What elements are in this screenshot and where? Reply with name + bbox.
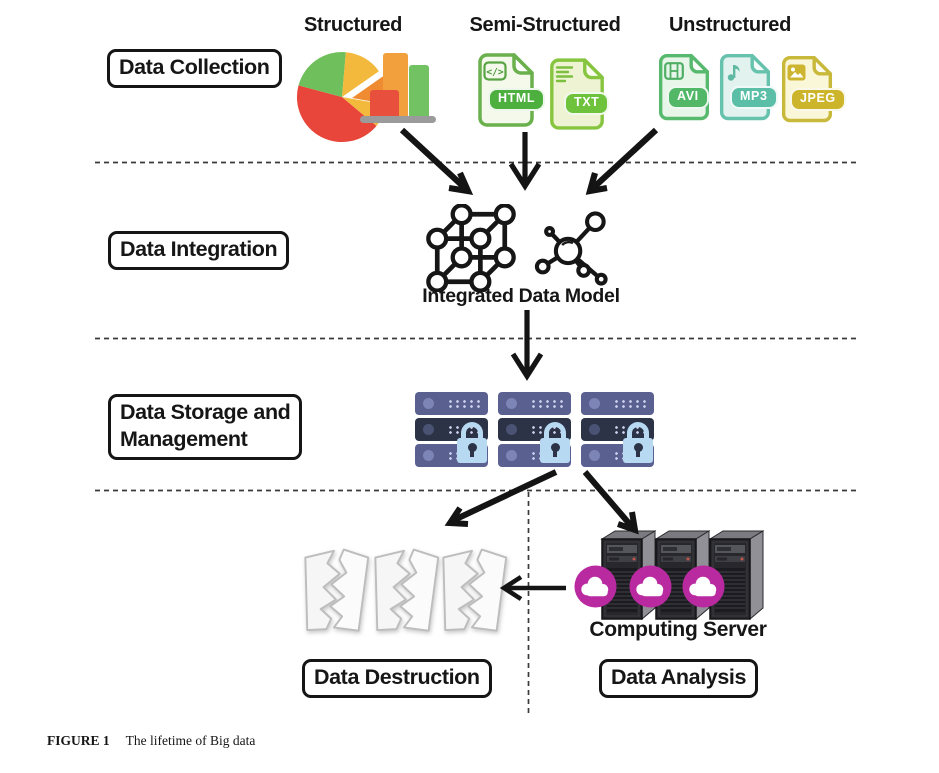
arrow-storage-to-destruction	[444, 469, 558, 527]
jpeg-file-icon: JPEG	[778, 55, 846, 125]
torn-paper-icon	[374, 548, 440, 632]
structured-title: Structured	[303, 14, 403, 36]
cube-network-icon	[426, 204, 516, 292]
music-note-icon	[727, 65, 740, 81]
txt-file-icon: TXT	[546, 56, 610, 134]
arrow-storage-to-analysis	[582, 470, 639, 535]
unstructured-title: Unstructured	[669, 14, 791, 36]
bar-chart-icon	[360, 53, 436, 123]
data-integration-label: Data Integration	[108, 231, 290, 270]
data-storage-label-line1: Data Storage and	[120, 400, 291, 424]
html-badge: HTML	[488, 88, 546, 111]
film-icon	[664, 62, 684, 80]
jpeg-badge: JPEG	[790, 88, 846, 111]
arrow-unstructured-to-integration	[585, 127, 659, 195]
integrated-data-model-caption: Integrated Data Model	[422, 285, 620, 307]
txt-badge: TXT	[564, 92, 610, 115]
mp3-file-icon: MP3	[716, 53, 778, 123]
cloud-icon	[574, 565, 617, 608]
html-file-icon: </> HTML	[474, 52, 546, 130]
data-collection-label: Data Collection	[107, 49, 282, 88]
text-lines-icon	[555, 66, 574, 83]
padlock-icon	[538, 422, 572, 463]
avi-file-icon: AVI	[655, 53, 713, 123]
padlock-icon	[621, 422, 655, 463]
figure-caption-label: FIGURE 1	[47, 733, 110, 748]
data-storage-label: Data Storage and Management	[108, 394, 303, 460]
svg-text:</>: </>	[486, 67, 503, 78]
padlock-icon	[455, 422, 489, 463]
figure-caption-text: The lifetime of Big data	[125, 733, 256, 748]
data-analysis-label: Data Analysis	[599, 659, 759, 698]
arrow-integration-to-storage	[510, 310, 544, 381]
molecule-icon	[534, 211, 608, 286]
image-icon	[787, 64, 806, 81]
cloud-icon	[682, 565, 725, 608]
figure-caption: FIGURE 1 The lifetime of Big data	[47, 733, 255, 749]
torn-paper-icon	[304, 548, 370, 632]
torn-paper-icon	[442, 548, 508, 632]
pie-chart-icon	[296, 52, 436, 143]
arrow-analysis-to-destruction	[499, 575, 566, 601]
code-icon: </>	[483, 61, 507, 81]
arrow-semistructured-to-integration	[508, 132, 542, 191]
data-destruction-label: Data Destruction	[302, 659, 492, 698]
avi-badge: AVI	[667, 86, 709, 109]
mp3-badge: MP3	[730, 86, 778, 109]
data-storage-label-line2: Management	[120, 426, 248, 451]
cloud-icon	[629, 565, 672, 608]
computing-server-caption: Computing Server	[589, 618, 767, 641]
semi-structured-title: Semi-Structured	[469, 14, 621, 36]
